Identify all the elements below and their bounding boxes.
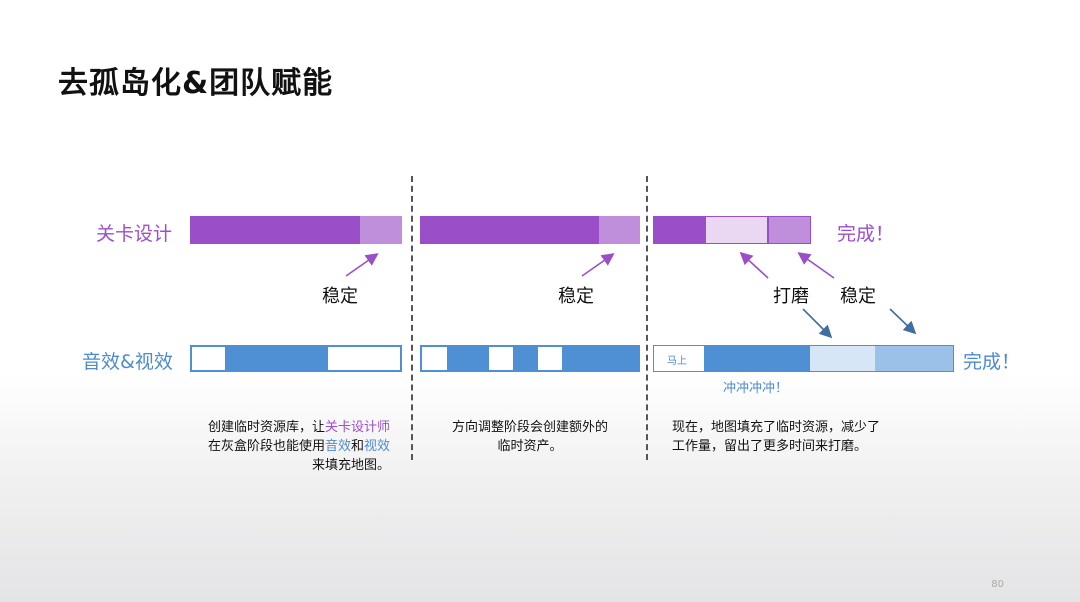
stable-label-phase-1: 稳定 [322, 286, 358, 307]
polish-label: 打磨 [773, 286, 809, 307]
note-text: 现在，地图填充了临时资源，减少了 [672, 420, 881, 435]
audio-visual-bar-phase-2 [420, 345, 640, 372]
arrow-stable-phase-1 [345, 253, 379, 277]
rush-label: 冲冲冲冲！ [723, 381, 789, 396]
bar-segment-stable [875, 346, 953, 371]
bar-segment-temp-asset [513, 347, 538, 370]
bar-segment-right-away [654, 346, 704, 371]
bar-segment-polish [705, 216, 768, 244]
audio-visual-bar-phase-3 [653, 345, 954, 372]
level-design-bar-phase-1 [190, 216, 402, 244]
arrow-stable-blue [889, 308, 917, 335]
note-text: 来填充地图。 [311, 458, 390, 473]
page-number: 80 [991, 579, 1004, 590]
stable-label-phase-2: 稳定 [558, 286, 594, 307]
arrow-stable-purple [797, 252, 835, 279]
page-title: 去孤岛化&团队赋能 [58, 66, 334, 101]
arrow-polish-purple [739, 251, 769, 279]
bar-segment-work [190, 216, 360, 244]
audio-visual-bar-phase-1 [190, 345, 402, 372]
note-text: 临时资产。 [497, 439, 563, 454]
level-design-done-label: 完成！ [837, 223, 895, 245]
note-text: 和 [350, 439, 364, 454]
note-phase-3: 现在，地图填充了临时资源，减少了 工作量，留出了更多时间来打磨。 [672, 418, 932, 456]
note-text: 创建临时资源库，让 [207, 420, 325, 435]
right-away-label: 马上 [667, 356, 687, 367]
row-label-audio-visual: 音效&视效 [82, 351, 173, 373]
note-phase-2: 方向调整阶段会创建额外的 临时资产。 [425, 418, 635, 456]
arrow-polish-blue [802, 308, 833, 339]
note-highlight-audio: 音效 [324, 439, 351, 454]
bar-segment-temp-asset [447, 347, 489, 370]
audio-visual-done-label: 完成！ [963, 351, 1021, 373]
bar-segment-stable [360, 216, 402, 244]
note-text: 工作量，留出了更多时间来打磨。 [672, 439, 868, 454]
phase-divider-2 [646, 176, 648, 460]
note-text: 在灰盒阶段也能使用 [207, 439, 325, 454]
level-design-bar-phase-2 [420, 216, 640, 244]
level-design-bar-phase-3 [653, 216, 811, 244]
bar-segment-rush [704, 346, 810, 371]
bar-segment-polish [810, 346, 875, 371]
bar-segment-temp-asset [225, 347, 328, 370]
bar-segment-work [420, 216, 599, 244]
note-highlight-level-designer: 关卡设计师 [324, 420, 390, 435]
note-phase-1: 创建临时资源库，让关卡设计师 在灰盒阶段也能使用音效和视效 来填充地图。 [150, 418, 390, 475]
bar-segment-temp-asset [562, 347, 640, 370]
stable-label-phase-3: 稳定 [840, 286, 876, 307]
note-text: 方向调整阶段会创建额外的 [451, 420, 608, 435]
phase-divider-1 [411, 176, 413, 460]
bar-segment-stable [768, 216, 811, 244]
arrow-stable-phase-2 [581, 253, 615, 277]
row-label-level-design: 关卡设计 [96, 223, 173, 245]
bar-segment-stable [599, 216, 640, 244]
note-highlight-vfx: 视效 [363, 439, 390, 454]
bar-segment-work [653, 216, 705, 244]
